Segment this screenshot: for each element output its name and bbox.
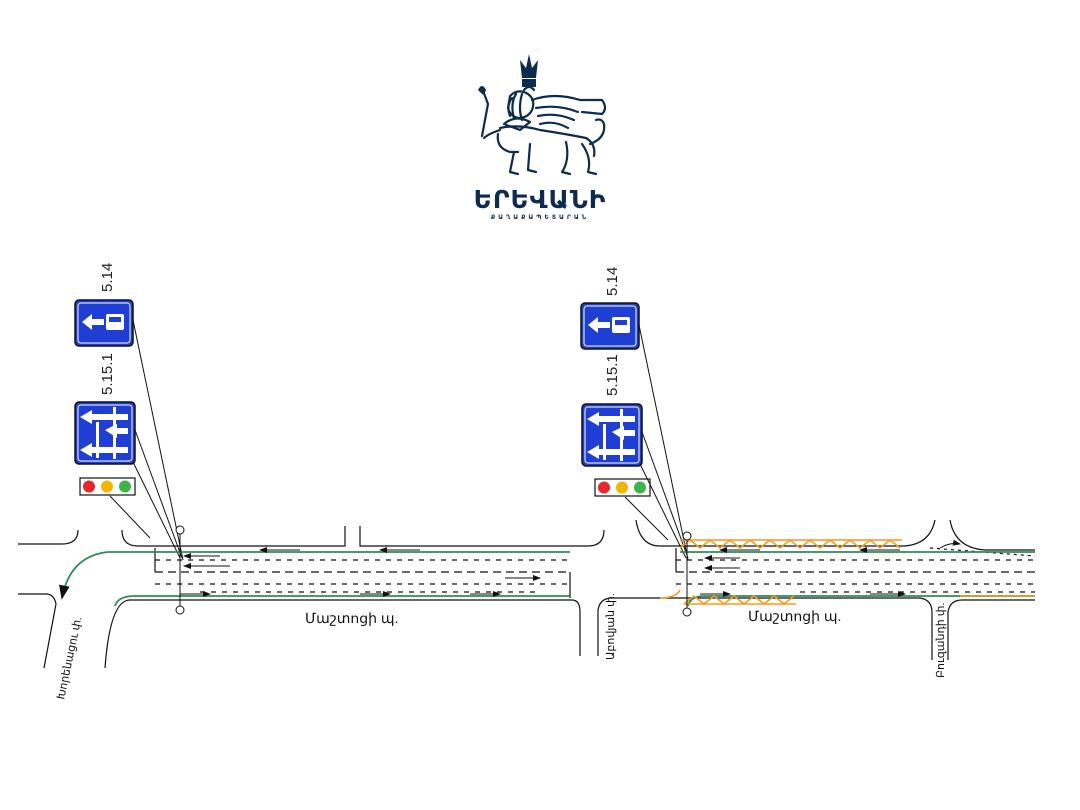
right-sign-b-code: 5.15.1 (604, 354, 621, 396)
left-main-street-label: Մաշտոցի պ. (305, 610, 398, 626)
bus-lane-arrow-icon (74, 299, 134, 347)
right-main-street-label: Մաշտոցի պ. (748, 608, 841, 624)
left-sign-a-code: 5.14 (99, 263, 116, 292)
right-side-street-right-label: Բուզանդի փ. (935, 602, 947, 678)
left-scheme: 5.14 5.15.1 (18, 263, 605, 701)
traffic-light-icon (79, 477, 136, 496)
bus-lane-arrow-icon (580, 302, 640, 350)
lane-direction-arrows-icon (74, 401, 136, 465)
lane-direction-arrows-icon (581, 403, 643, 467)
yerevan-lion-emblem-icon (478, 54, 607, 176)
left-sign-b-code: 5.15.1 (99, 353, 116, 395)
traffic-light-icon (594, 478, 651, 497)
yerevan-logo: ԵՐԵՎԱՆԻ ՔԱՂԱՔԱՊԵՏԱՐԱՆ (470, 48, 610, 223)
right-sign-a-code: 5.14 (604, 267, 621, 296)
logo-subtitle: ՔԱՂԱՔԱՊԵՏԱՐԱՆ (490, 214, 590, 221)
left-side-street-label: Խորենացու փ. (55, 616, 84, 701)
right-side-street-left-label: Աբովյան փ. (605, 593, 617, 660)
logo-title: ԵՐԵՎԱՆԻ (473, 185, 607, 214)
right-scheme: 5.14 5.15.1 (580, 267, 1036, 678)
